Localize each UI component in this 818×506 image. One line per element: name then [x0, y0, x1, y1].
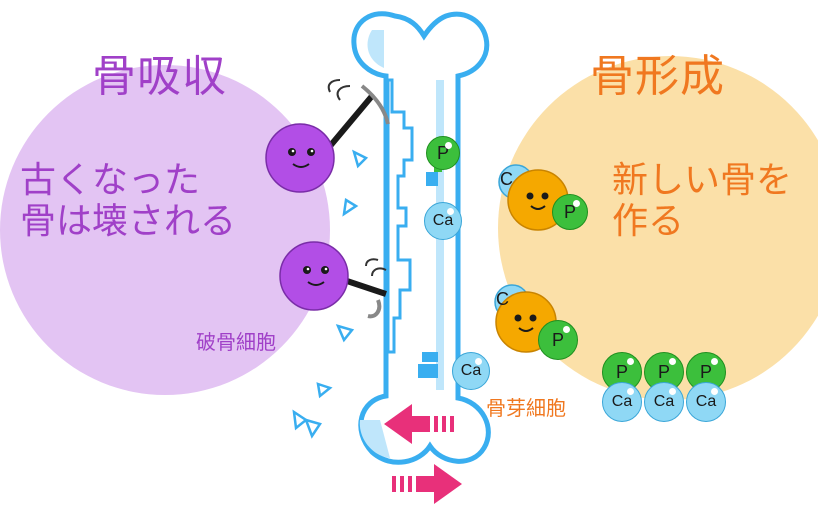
formation-background-circle: [498, 56, 818, 400]
resorption-background-circle: [0, 65, 330, 395]
osteoclast-cell-lower: [279, 241, 387, 319]
calcium-chip: Ca: [424, 202, 462, 240]
phosphorus-chip-label: P: [563, 201, 576, 222]
phosphorus-chip: P: [686, 352, 726, 392]
phosphorus-chip-label: P: [551, 329, 564, 350]
phosphorus-chip-label: P: [615, 361, 628, 382]
calcium-chip-label: Ca: [611, 393, 633, 410]
phosphorus-chip-label: P: [657, 361, 670, 382]
phosphorus-chip: P: [426, 136, 460, 170]
right-arrow-icon: [392, 464, 462, 504]
calcium-chip: Ca: [644, 382, 684, 422]
calcium-partial-label: C: [500, 169, 513, 189]
calcium-partial-label: C: [496, 289, 509, 309]
calcium-chip-label: Ca: [460, 362, 482, 379]
phosphorus-chip-label: P: [699, 361, 712, 382]
bone-resorption-title: 骨吸収: [92, 51, 227, 102]
bone-formation-title: 骨形成: [590, 51, 725, 102]
osteoclast-cell-upper: [265, 79, 390, 193]
bone-resorption-description: 古くなった 骨は壊される: [20, 160, 237, 242]
calcium-chip: Ca: [452, 352, 490, 390]
calcium-chip: Ca: [602, 382, 642, 422]
bone-formation-description: 新しい骨を 作る: [612, 160, 793, 242]
calcium-chip-label: Ca: [653, 393, 675, 410]
osteoclast-label: 破骨細胞: [196, 330, 276, 354]
osteoblast-label: 骨芽細胞: [486, 396, 566, 420]
calcium-chip: Ca: [686, 382, 726, 422]
bone-icon: [351, 11, 491, 465]
bone-fragments: [292, 149, 369, 439]
phosphorus-chip: P: [538, 320, 578, 360]
phosphorus-chip: P: [552, 194, 588, 230]
left-arrow-icon: [384, 404, 454, 444]
calcium-chip-label: Ca: [432, 212, 454, 229]
calcium-chip-label: Ca: [695, 393, 717, 410]
